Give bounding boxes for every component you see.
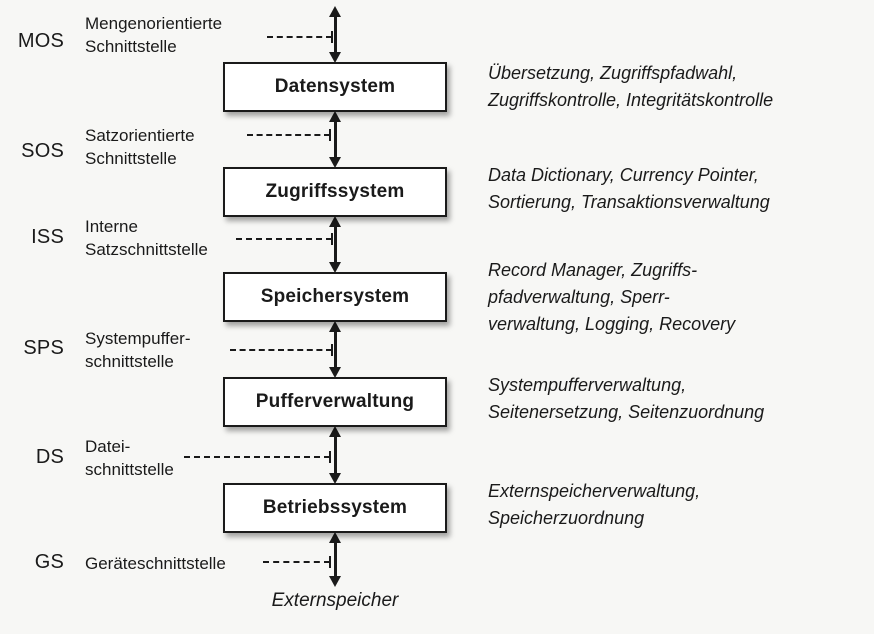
layer-box-label: Zugriffssystem bbox=[265, 181, 405, 202]
layer-box-zugriffssystem: Zugriffssystem bbox=[223, 167, 447, 217]
layer-box-label: Datensystem bbox=[274, 76, 396, 97]
connector-dash-gs bbox=[263, 556, 331, 568]
connector-dash-mos bbox=[267, 31, 333, 43]
interface-label-sos: Satzorientierte Schnittstelle bbox=[85, 126, 195, 168]
connector-dash-iss bbox=[236, 233, 333, 245]
interface-label-mos: Mengenorientierte Schnittstelle bbox=[85, 14, 223, 56]
arrow-line bbox=[334, 120, 337, 159]
double-arrow-1-2 bbox=[328, 111, 342, 168]
layer-functions-speichersystem: Record Manager, Zugriffs- pfadverwaltung… bbox=[488, 260, 736, 334]
layer-box-label: Betriebssystem bbox=[262, 497, 408, 518]
interface-abbr-gs: GS bbox=[34, 551, 64, 573]
double-arrow-2-3 bbox=[328, 216, 342, 273]
layer-box-label: Pufferverwaltung bbox=[255, 391, 415, 412]
double-arrow-3-4 bbox=[328, 321, 342, 378]
double-arrow-bottom bbox=[328, 532, 342, 587]
arrow-line bbox=[334, 15, 337, 54]
interface-label-iss: Interne Satzschnittstelle bbox=[85, 217, 208, 259]
double-arrow-top bbox=[328, 6, 342, 63]
interface-label-ds: Datei- schnittstelle bbox=[85, 437, 174, 479]
interface-abbr-ds: DS bbox=[35, 446, 64, 468]
connector-dash-ds bbox=[184, 451, 331, 463]
interface-abbr-iss: ISS bbox=[31, 226, 64, 248]
arrow-line bbox=[334, 330, 337, 369]
double-arrow-4-5 bbox=[328, 426, 342, 484]
interface-label-sps: Systempuffer- schnittstelle bbox=[85, 329, 191, 371]
layer-functions-betriebssystem: Externspeicherverwaltung, Speicherzuordn… bbox=[488, 481, 701, 528]
connector-dash-sps bbox=[230, 344, 333, 356]
connector-dash-sos bbox=[247, 129, 331, 141]
layer-box-betriebssystem: Betriebssystem bbox=[223, 483, 447, 533]
arrow-line bbox=[334, 225, 337, 264]
layer-box-datensystem: Datensystem bbox=[223, 62, 447, 112]
layer-box-pufferverwaltung: Pufferverwaltung bbox=[223, 377, 447, 427]
layer-box-speichersystem: Speichersystem bbox=[223, 272, 447, 322]
arrow-line bbox=[334, 435, 337, 475]
interface-abbr-sos: SOS bbox=[21, 140, 64, 162]
interface-abbr-mos: MOS bbox=[17, 30, 64, 52]
interface-abbr-sps: SPS bbox=[23, 337, 64, 359]
extern-storage-label: Externspeicher bbox=[271, 590, 399, 611]
layer-functions-pufferverwaltung: Systempufferverwaltung, Seitenersetzung,… bbox=[488, 375, 765, 422]
layer-box-label: Speichersystem bbox=[260, 286, 410, 307]
interface-label-gs: Geräteschnittstelle bbox=[85, 554, 226, 573]
layer-functions-datensystem: Übersetzung, Zugriffspfadwahl, Zugriffsk… bbox=[488, 63, 774, 110]
arrow-line bbox=[334, 541, 337, 578]
layer-functions-zugriffssystem: Data Dictionary, Currency Pointer, Sorti… bbox=[488, 165, 770, 212]
